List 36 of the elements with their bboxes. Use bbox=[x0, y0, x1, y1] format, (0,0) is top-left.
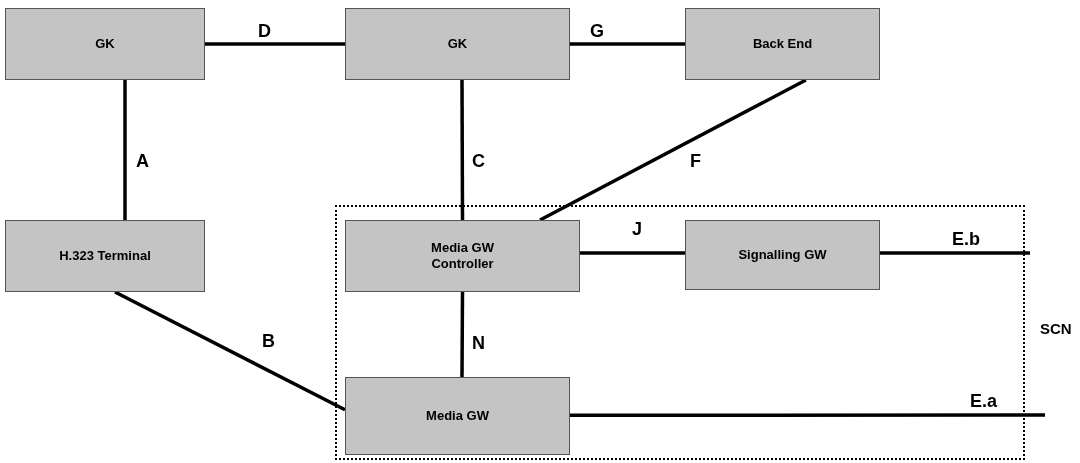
process-box bbox=[345, 8, 570, 80]
group-boundary bbox=[335, 205, 1025, 460]
edge-label: F bbox=[690, 150, 701, 173]
process-box bbox=[5, 8, 205, 80]
edge-label: E.a bbox=[970, 390, 998, 413]
edge-label: G bbox=[590, 20, 604, 43]
process-box bbox=[345, 377, 570, 455]
box-label: Back End bbox=[752, 35, 813, 53]
network-label: SCN bbox=[1040, 319, 1072, 339]
process-box bbox=[685, 220, 880, 290]
connector-line bbox=[570, 42, 685, 46]
edge-label: J bbox=[632, 218, 642, 241]
connector-line bbox=[114, 290, 346, 412]
box-label: GK bbox=[447, 35, 468, 53]
box-label: Signalling GW bbox=[738, 246, 827, 264]
connector-line bbox=[460, 80, 465, 220]
connector-line bbox=[539, 78, 807, 222]
process-box bbox=[5, 220, 205, 292]
connector-line bbox=[580, 251, 685, 255]
box-label: H.323 Terminal bbox=[59, 247, 151, 265]
connector-line bbox=[205, 42, 345, 46]
connector-line bbox=[570, 413, 1045, 417]
edge-label: B bbox=[262, 330, 275, 353]
connector-line bbox=[460, 292, 465, 377]
process-box bbox=[345, 220, 580, 292]
edge-label: N bbox=[472, 332, 485, 355]
edge-label: A bbox=[136, 150, 149, 173]
edge-label: C bbox=[472, 150, 485, 173]
connector-line bbox=[880, 251, 1030, 255]
box-label: GK bbox=[95, 35, 115, 53]
box-label: Media GW Controller bbox=[430, 239, 495, 273]
connector-line bbox=[123, 80, 127, 220]
edge-label: E.b bbox=[952, 228, 980, 251]
process-box bbox=[685, 8, 880, 80]
box-label: Media GW bbox=[426, 407, 489, 425]
edge-label: D bbox=[258, 20, 271, 43]
